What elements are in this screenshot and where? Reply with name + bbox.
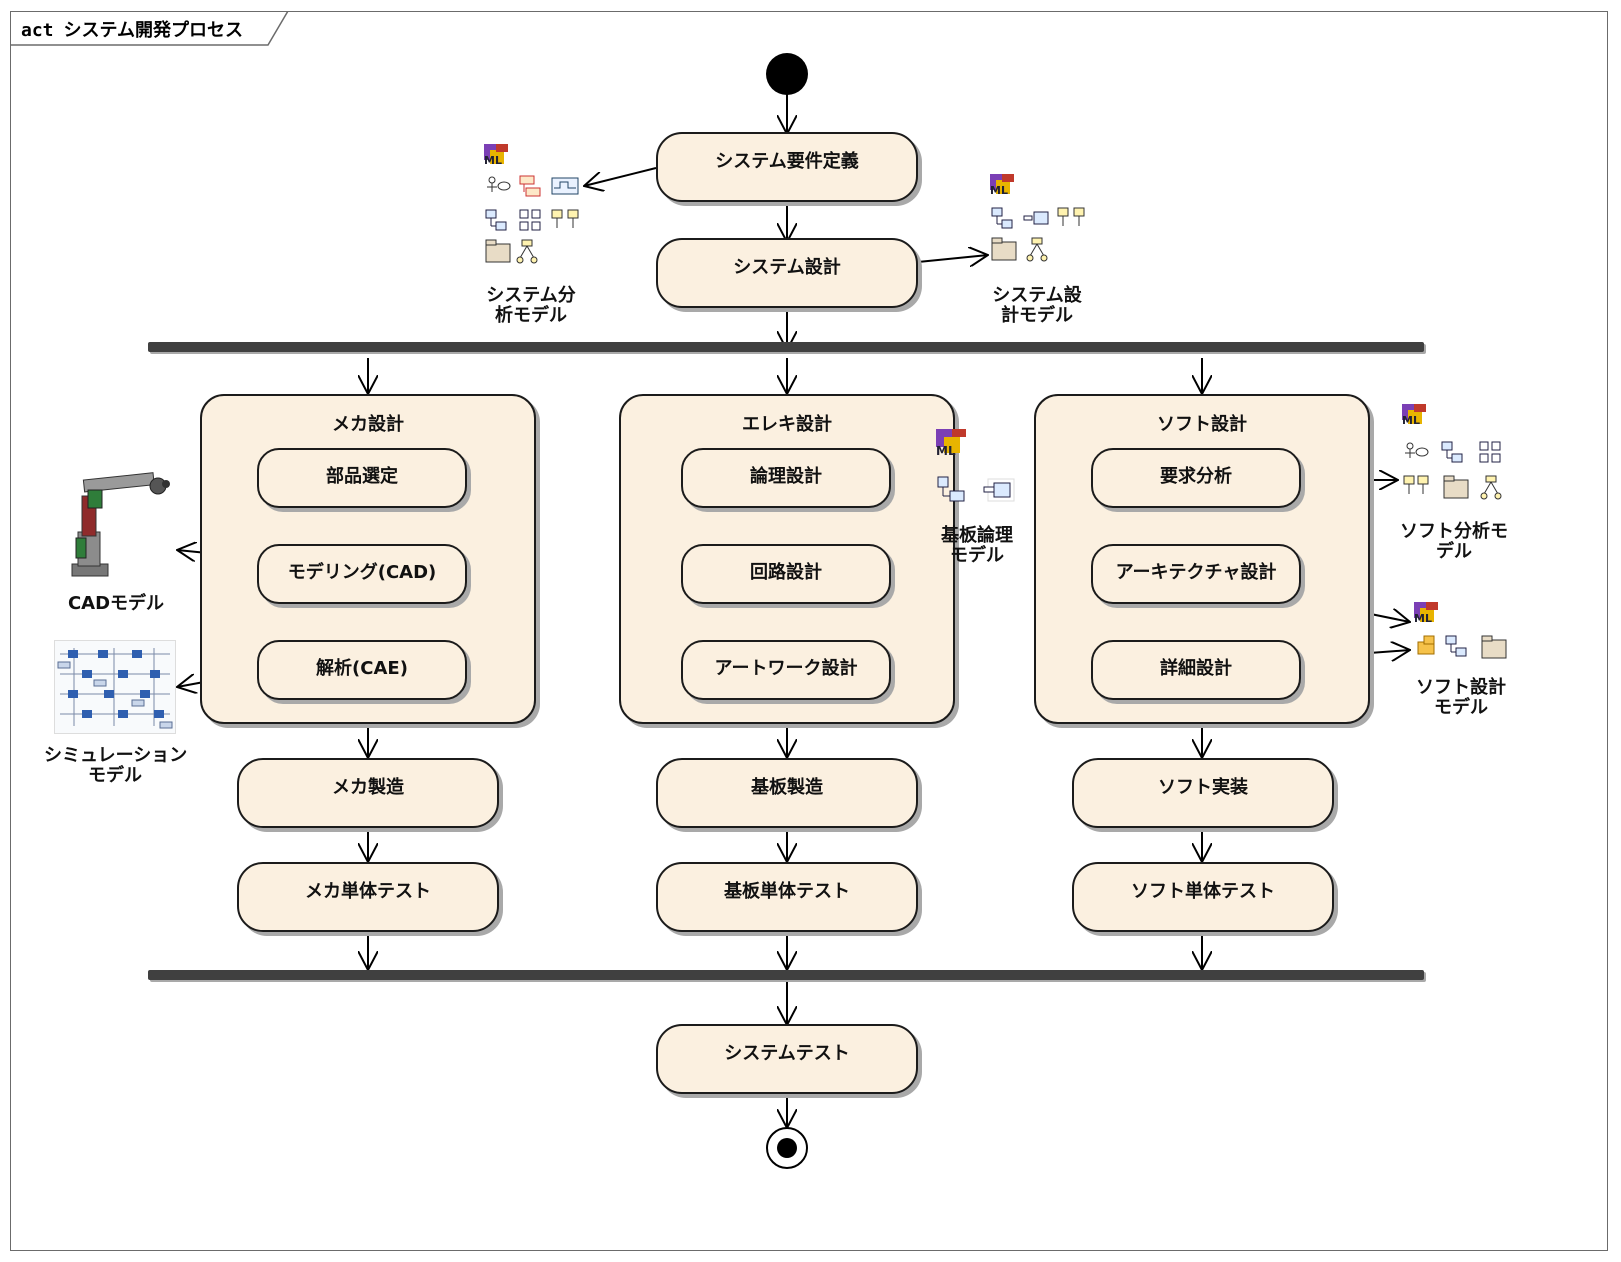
svg-text:ML: ML xyxy=(936,444,956,458)
board-logic-model-label: 基板論理モデル xyxy=(941,525,1013,566)
action-board-manufacturing[interactable]: 基板製造 xyxy=(656,758,918,828)
class-icon xyxy=(937,476,965,502)
frame-name: システム開発プロセス xyxy=(63,20,243,41)
action-soft-unit-test[interactable]: ソフト単体テスト xyxy=(1072,862,1334,932)
component-icon xyxy=(519,209,541,231)
activity-icon xyxy=(1026,237,1048,262)
usecase-icon xyxy=(487,176,511,192)
soft-design-model-icons: ML xyxy=(1414,602,1507,659)
initial-node xyxy=(766,53,808,95)
component-icon xyxy=(1479,441,1501,463)
soft-analysis-model-label: ソフト分析モデル xyxy=(1400,521,1508,562)
class-icon xyxy=(991,207,1013,229)
system-analysis-model-label: システム分析モデル xyxy=(486,285,576,326)
join-bar xyxy=(148,970,1424,980)
action-modeling-cad[interactable]: モデリング(CAD) xyxy=(257,544,467,604)
action-system-requirements[interactable]: システム要件定義 xyxy=(656,132,918,202)
svg-text:ML: ML xyxy=(1414,612,1432,625)
timing-icon xyxy=(551,177,579,195)
action-parts-selection[interactable]: 部品選定 xyxy=(257,448,467,508)
uml-logo-icon: ML xyxy=(1402,404,1426,427)
composite-icon xyxy=(1023,211,1049,225)
uml-logo-icon: ML xyxy=(990,174,1014,197)
action-architecture-design[interactable]: アーキテクチャ設計 xyxy=(1091,544,1301,604)
object-icon xyxy=(551,209,579,228)
class-icon xyxy=(1445,635,1467,657)
svg-text:ML: ML xyxy=(1402,414,1420,427)
package-icon xyxy=(1481,635,1507,659)
activity-icon xyxy=(516,239,538,264)
action-system-design[interactable]: システム設計 xyxy=(656,238,918,308)
uml-logo-icon: ML xyxy=(1414,602,1438,625)
action-requirements-analysis[interactable]: 要求分析 xyxy=(1091,448,1301,508)
region-title: メカ設計 xyxy=(332,414,404,435)
frame-keyword: act xyxy=(21,20,54,41)
package-icon xyxy=(991,237,1017,261)
requirement-icon xyxy=(519,175,541,197)
object-icon xyxy=(1057,207,1085,226)
action-soft-implementation[interactable]: ソフト実装 xyxy=(1072,758,1334,828)
frame-title: act システム開発プロセス xyxy=(21,16,243,42)
region-title: エレキ設計 xyxy=(742,414,832,435)
action-board-unit-test[interactable]: 基板単体テスト xyxy=(656,862,918,932)
robot-arm-image xyxy=(71,472,170,577)
package-icon xyxy=(1443,475,1469,499)
cad-model-label: CADモデル xyxy=(67,593,165,614)
board-logic-model-icons: ML xyxy=(936,429,1015,502)
composite-icon xyxy=(983,478,1015,502)
action-detailed-design[interactable]: 詳細設計 xyxy=(1091,640,1301,700)
soft-analysis-model-icons: ML xyxy=(1402,404,1502,500)
activity-frame xyxy=(10,11,1608,1251)
package-icon xyxy=(485,239,511,263)
fork-bar xyxy=(148,342,1424,352)
simulation-diagram-image xyxy=(54,640,176,734)
system-design-model-icons: ML xyxy=(990,174,1085,262)
final-node xyxy=(766,1127,808,1169)
action-logic-design[interactable]: 論理設計 xyxy=(681,448,891,508)
uml-logo-icon: ML xyxy=(484,144,508,167)
frame-tab xyxy=(10,11,289,46)
class-icon xyxy=(1441,441,1463,463)
region-title: ソフト設計 xyxy=(1157,414,1247,435)
soft-design-model-label: ソフト設計モデル xyxy=(1416,677,1506,718)
svg-text:ML: ML xyxy=(990,184,1008,197)
object-icon xyxy=(1403,475,1429,494)
svg-text:ML: ML xyxy=(484,154,502,167)
class-icon xyxy=(485,209,507,231)
action-circuit-design[interactable]: 回路設計 xyxy=(681,544,891,604)
simulation-model-label: シミュレーションモデル xyxy=(44,745,188,786)
usecase-icon xyxy=(1405,442,1429,458)
action-analysis-cae[interactable]: 解析(CAE) xyxy=(257,640,467,700)
action-system-test[interactable]: システムテスト xyxy=(656,1024,918,1094)
action-artwork-design[interactable]: アートワーク設計 xyxy=(681,640,891,700)
uml-logo-icon: ML xyxy=(936,429,966,458)
activity-icon xyxy=(1480,475,1502,500)
action-mecha-unit-test[interactable]: メカ単体テスト xyxy=(237,862,499,932)
system-design-model-label: システム設計モデル xyxy=(992,285,1082,326)
deployment-icon xyxy=(1417,635,1435,655)
system-analysis-model-icons: ML xyxy=(484,144,579,264)
action-mecha-manufacturing[interactable]: メカ製造 xyxy=(237,758,499,828)
